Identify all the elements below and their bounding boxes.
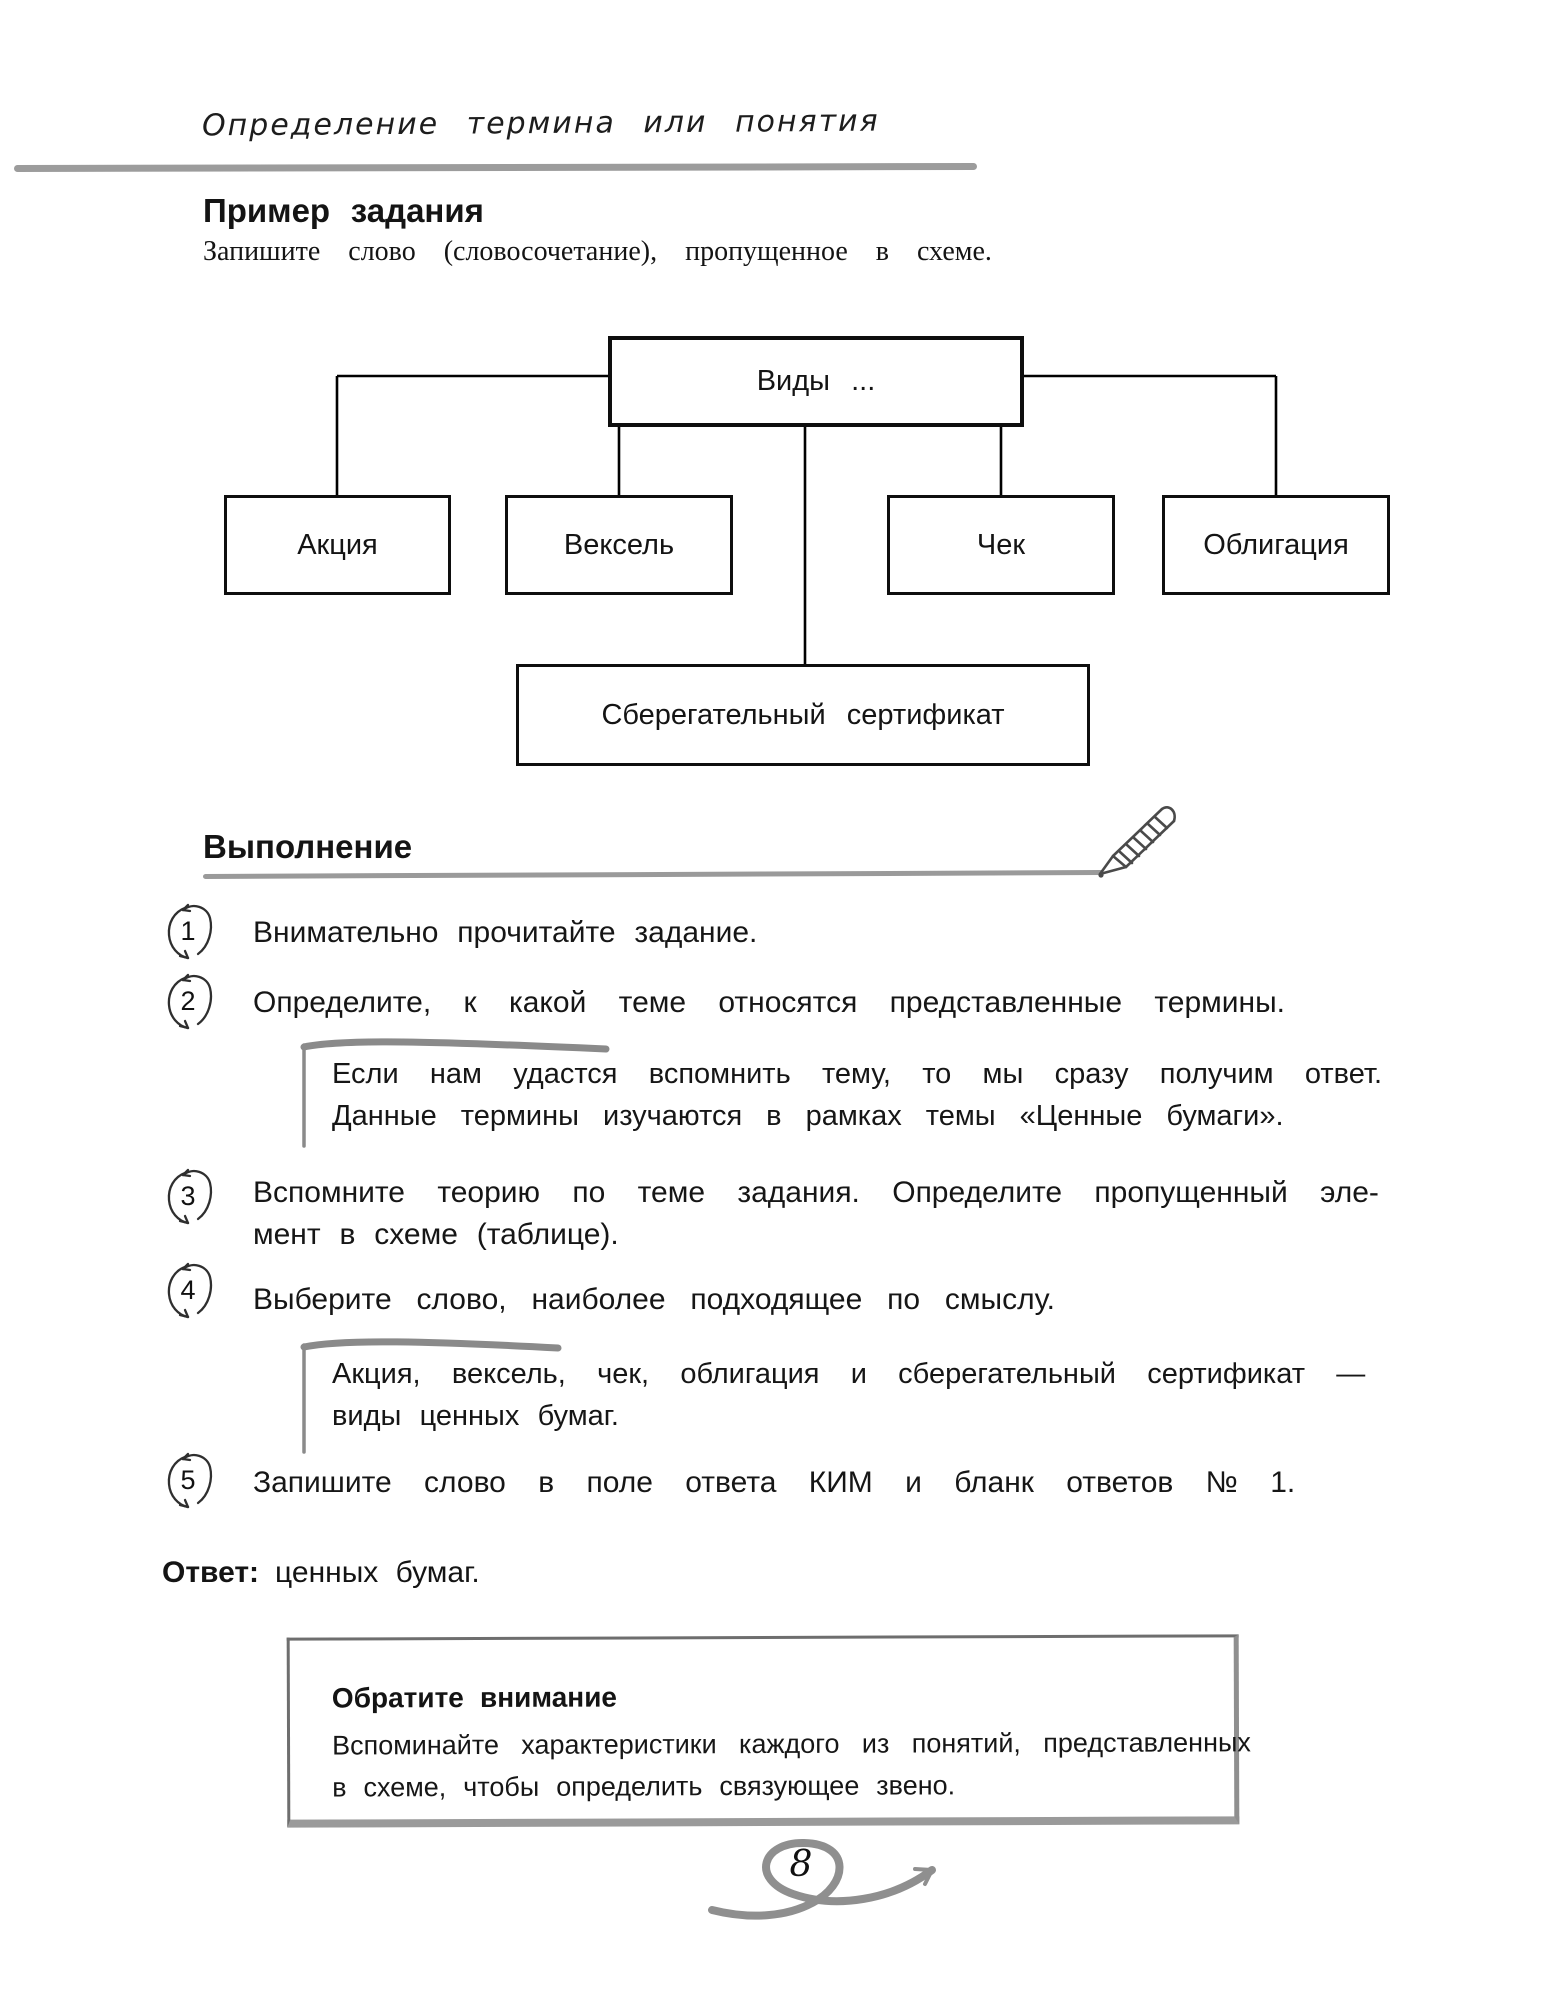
step-number-badge: 1 xyxy=(164,903,216,961)
step-number: 4 xyxy=(180,1275,196,1305)
step-number: 1 xyxy=(180,916,196,946)
scheme-diagram: Виды ... Акция Вексель Чек Облигация Сбе… xyxy=(0,330,1564,780)
circular-arrows-icon xyxy=(167,1262,213,1319)
answer-row: Ответ: ценных бумаг. xyxy=(162,1556,480,1590)
diagram-connector-lines xyxy=(335,374,1278,664)
step-number-badge: 4 xyxy=(164,1262,216,1320)
note-line: Акция, вексель, чек, облигация и сберега… xyxy=(332,1358,1366,1390)
attention-callout-box: Обратите внимание Вспоминайте характерис… xyxy=(286,1634,1251,1828)
note-bracket xyxy=(300,1338,562,1454)
execution-rule xyxy=(202,870,1104,879)
note-line: Данные термины изучаются в рамках темы «… xyxy=(332,1100,1284,1132)
page-number-swirl-arrow xyxy=(708,1838,936,1920)
execution-title: Выполнение xyxy=(203,828,413,865)
step-number-badge: 2 xyxy=(164,973,216,1031)
note-line: виды ценных бумаг. xyxy=(332,1400,619,1432)
step-number: 5 xyxy=(180,1465,196,1495)
step-number-badge: 5 xyxy=(164,1452,216,1510)
page-number: 8 xyxy=(789,1844,813,1885)
answer-text: ценных бумаг. xyxy=(275,1556,480,1589)
step-text: Выберите слово, наиболее подходящее по с… xyxy=(253,1283,1055,1316)
pen-icon xyxy=(1098,806,1176,878)
callout-line: в схеме, чтобы определить связующее звен… xyxy=(332,1770,956,1803)
diagram-box-sber-sertifikat: Сберегательный сертификат xyxy=(516,664,1090,766)
step-number: 3 xyxy=(180,1181,196,1211)
callout-line: Вспоминайте характеристики каждого из по… xyxy=(331,1727,1251,1761)
page-header-title: Определение термина или понятия xyxy=(201,103,880,144)
step-text: Определите, к какой теме относятся предс… xyxy=(253,986,1285,1019)
step-text: мент в схеме (таблице). xyxy=(253,1218,619,1251)
diagram-box-veksel: Вексель xyxy=(505,495,733,595)
answer-label: Ответ: xyxy=(162,1556,260,1589)
step-number: 2 xyxy=(180,986,196,1016)
step-number-badge: 3 xyxy=(164,1168,216,1226)
circular-arrows-icon xyxy=(167,1168,213,1225)
header-rule xyxy=(13,162,978,173)
step-text: Внимательно прочитайте задание. xyxy=(253,916,758,949)
circular-arrows-icon xyxy=(167,1452,213,1509)
example-title: Пример задания xyxy=(203,192,484,229)
diagram-box-chek: Чек xyxy=(887,495,1115,595)
note-line: Если нам удастся вспомнить тему, то мы с… xyxy=(332,1058,1383,1090)
diagram-box-obligaciya: Облигация xyxy=(1162,495,1390,595)
circular-arrows-icon xyxy=(167,903,213,960)
note-bracket xyxy=(300,1038,610,1148)
callout-title: Обратите внимание xyxy=(331,1681,618,1714)
step-text: Вспомните теорию по теме задания. Опреде… xyxy=(253,1176,1379,1209)
task-text: Запишите слово (словосочетание), пропуще… xyxy=(203,236,992,267)
circular-arrows-icon xyxy=(167,973,213,1030)
diagram-box-akciya: Акция xyxy=(224,495,451,595)
diagram-box-root: Виды ... xyxy=(608,336,1024,427)
step-text: Запишите слово в поле ответа КИМ и бланк… xyxy=(253,1466,1296,1499)
